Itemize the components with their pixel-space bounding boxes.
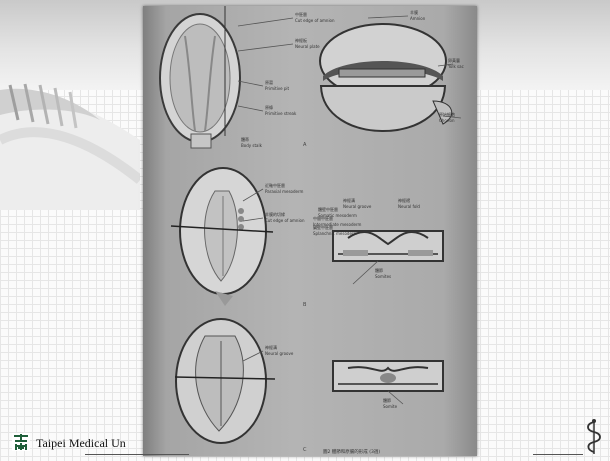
panel-c-section-view [333, 361, 443, 391]
embryology-figure-photo: 中胚層 Cut edge of amnion 神經板 Neural plate … [143, 6, 477, 456]
figure-caption: 圖2 體節和原腸的形成 (3週) [323, 448, 380, 455]
panel-letter-a: A [303, 142, 307, 148]
label-8-en: Paraxial mesoderm [265, 189, 304, 194]
label-9-en: Cut edge of amnion [265, 218, 305, 223]
label-6-zh: 卵黃囊 [448, 57, 460, 63]
label-14-zh: 臟壁中胚層 [313, 224, 333, 230]
footer-university-name: Taipei Medical Un [36, 436, 126, 451]
label-9-zh: 羊膜的切緣 [265, 211, 285, 217]
label-6-en: Yolk sac [447, 64, 464, 69]
footer-divider-right [533, 454, 583, 455]
label-16-zh: 神經溝 [265, 344, 277, 350]
label-16-en: Neural groove [265, 351, 294, 356]
label-17-en: Somite [383, 404, 398, 409]
panel-b-dorsal-view [171, 168, 273, 306]
label-3-en: Primitive streak [265, 111, 297, 116]
label-10-en: Neural groove [343, 204, 372, 209]
label-11-en: Neural fold [398, 204, 420, 209]
panel-a-dorsal-view [160, 6, 240, 148]
panel-letter-b: B [303, 302, 307, 308]
label-2-en: Primitive pit [265, 86, 290, 91]
label-11-zh: 神經褶 [398, 197, 410, 203]
label-0-zh: 中胚層 [295, 11, 307, 17]
label-17-zh: 體節 [383, 397, 391, 403]
label-8-zh: 近軸中胚層 [265, 182, 285, 188]
label-5-zh: 羊膜 [410, 9, 418, 15]
footer-divider-left [85, 454, 189, 455]
label-1-zh: 神經板 [295, 37, 307, 43]
label-1-en: Neural plate [295, 44, 320, 49]
caduceus-icon [584, 418, 604, 456]
label-0-en: Cut edge of amnion [295, 18, 335, 23]
panel-a-section-view [320, 24, 452, 131]
label-4-en: Body stalk [241, 143, 263, 148]
label-15-zh: 體節 [375, 267, 383, 273]
label-7-en: Chorion [439, 118, 455, 123]
panel-c-dorsal-view [175, 319, 275, 443]
tmu-logo-icon [12, 433, 30, 451]
label-12-zh: 體壁中胚層 [318, 206, 338, 212]
label-14-en: Splanchnic mesoderm [313, 231, 357, 236]
label-3-zh: 原條 [265, 104, 273, 110]
label-13-zh: 中間中胚層 [313, 215, 333, 221]
panel-letter-c: C [303, 447, 307, 453]
label-15-en: Somites [375, 274, 391, 279]
decorative-swoosh [0, 80, 140, 210]
label-2-zh: 原窩 [265, 79, 273, 85]
label-10-zh: 神經溝 [343, 197, 355, 203]
label-4-zh: 體蒂 [241, 136, 249, 142]
label-7-zh: 原始細胞 [439, 111, 455, 117]
label-5-en: Amnion [410, 16, 426, 21]
